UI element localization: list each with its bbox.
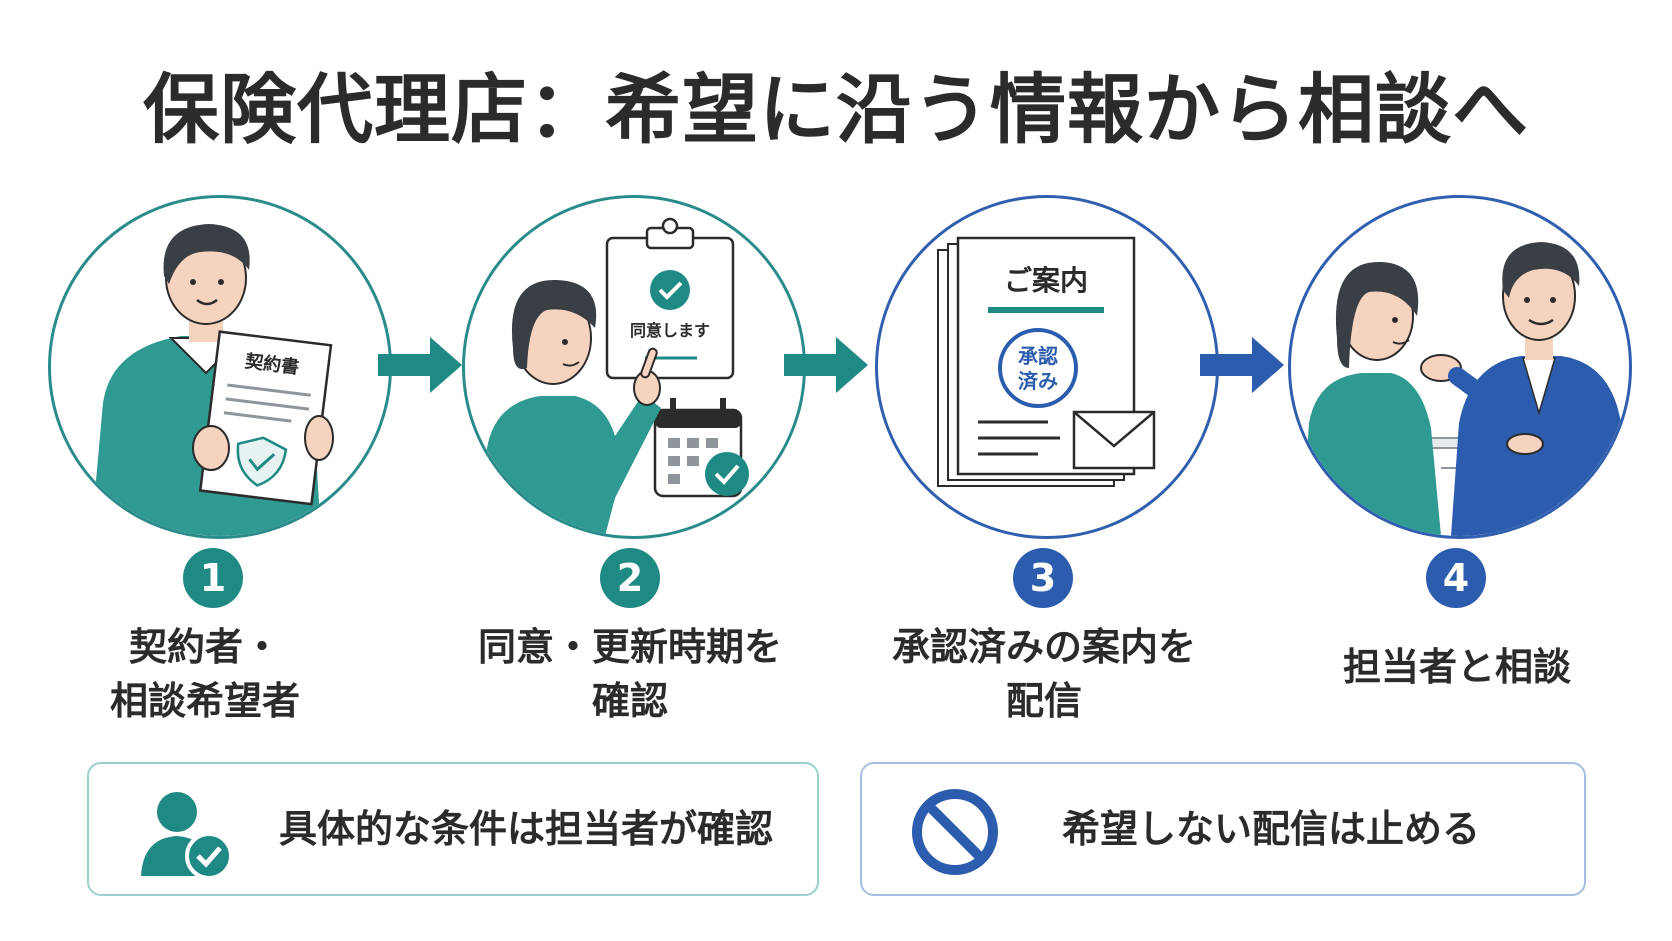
consent-text: 同意します	[630, 321, 710, 340]
arrow-step3-to-step4	[1200, 335, 1284, 395]
step-2-label-line2: 確認	[591, 679, 668, 723]
step-2-illustration: 同意します	[462, 195, 806, 539]
note-box-unsubscribe: 希望しない配信は止める	[860, 762, 1586, 896]
step-4-illustration	[1288, 195, 1632, 539]
consultation-icon	[1301, 242, 1629, 536]
step-4-label: 担当者と相談	[1267, 640, 1647, 694]
step-1-label-line1: 契約者・	[128, 625, 281, 669]
step-1-label-line2: 相談希望者	[109, 679, 300, 723]
approved-notice-mail-icon: ご案内 承認 済み	[937, 236, 1156, 487]
step-2-label-line1: 同意・更新時期を	[477, 625, 782, 669]
step-4-number-badge: 4	[1426, 548, 1486, 608]
step-1-label: 契約者・ 相談希望者	[15, 620, 395, 728]
clipboard-consent-icon: 同意します	[477, 217, 749, 536]
note-box-conditions: 具体的な条件は担当者が確認	[87, 762, 819, 896]
step-3-label-line1: 承認済みの案内を	[891, 625, 1196, 669]
arrow-step2-to-step3	[784, 335, 868, 395]
step-1-number-badge: 1	[183, 548, 243, 608]
step-1-illustration: 契約書	[48, 195, 392, 539]
step-2-label: 同意・更新時期を 確認	[440, 620, 820, 728]
person-check-icon	[139, 784, 235, 880]
step-2-number-badge: 2	[600, 548, 660, 608]
note-unsubscribe-text: 希望しない配信は止める	[1062, 807, 1481, 851]
approval-stamp-line1: 承認	[1018, 344, 1058, 368]
note-conditions-text: 具体的な条件は担当者が確認	[279, 807, 774, 851]
person-holding-contract-icon: 契約書	[91, 224, 334, 536]
step-3-label: 承認済みの案内を 配信	[854, 620, 1234, 728]
notice-heading: ご案内	[1004, 264, 1088, 297]
prohibited-icon	[907, 784, 1003, 880]
approval-stamp-line2: 済み	[1018, 369, 1058, 393]
step-3-illustration: ご案内 承認 済み	[875, 195, 1219, 539]
step-3-label-line2: 配信	[1005, 679, 1082, 723]
arrow-step1-to-step2	[378, 335, 462, 395]
step-4-label-line1: 担当者と相談	[1342, 645, 1571, 689]
step-3-number-badge: 3	[1013, 548, 1073, 608]
page-title: 保険代理店：希望に沿う情報から相談へ	[143, 65, 1529, 154]
